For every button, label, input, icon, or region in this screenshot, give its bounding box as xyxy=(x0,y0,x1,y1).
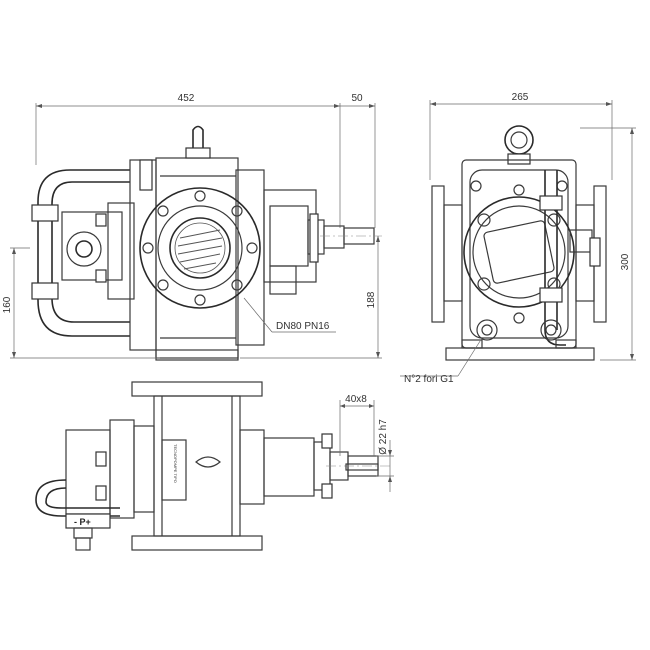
callout-flange: DN80 PN16 xyxy=(276,321,330,332)
dim-left-height: 160 xyxy=(2,296,13,313)
dim-overall-length: 452 xyxy=(178,93,195,104)
dim-shaft-diameter: Ø 22 h7 xyxy=(378,419,389,455)
front-view: 452 50 xyxy=(2,93,382,361)
callout-ports: N°2 fori G1 xyxy=(404,374,454,385)
nameplate-text: TECNOPOMPE TIPO xyxy=(173,444,178,483)
side-view: 265 300 xyxy=(400,92,636,385)
dim-shaft-extension: 50 xyxy=(351,93,363,104)
relief-valve-label: - P+ xyxy=(74,517,91,527)
dim-side-width: 265 xyxy=(512,92,529,103)
dim-side-height: 300 xyxy=(620,253,631,270)
dim-center-height: 188 xyxy=(366,291,377,308)
dim-key-size: 40x8 xyxy=(345,394,367,405)
top-view: TECNOPOMPE TIPO - P+ 40x8 xyxy=(35,381,394,551)
